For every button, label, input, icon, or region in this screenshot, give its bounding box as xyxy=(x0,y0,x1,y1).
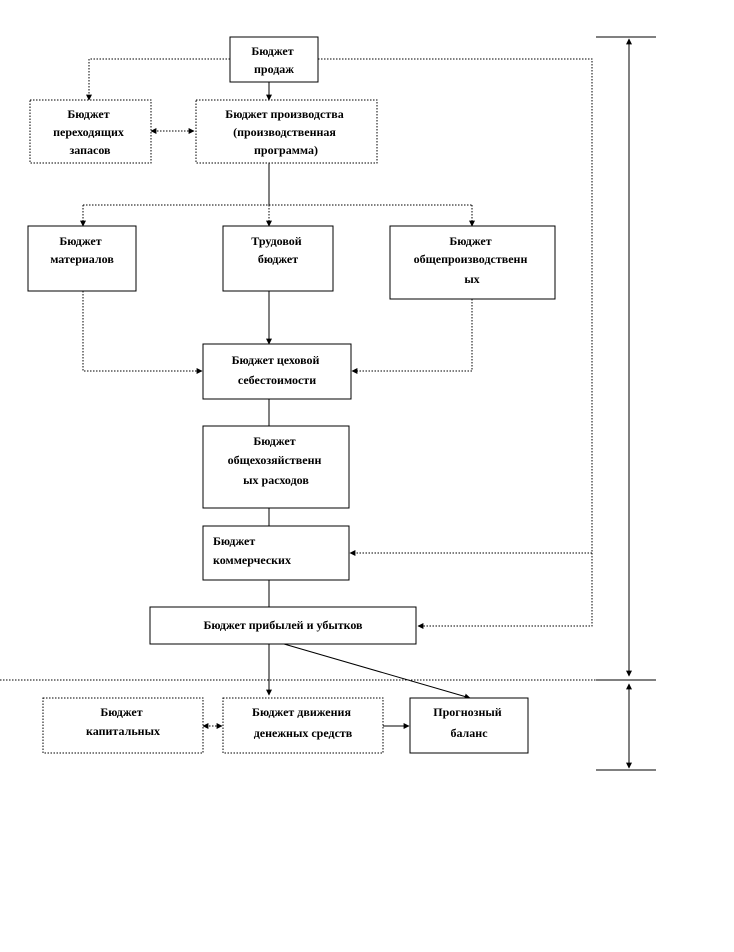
node-sales: Бюджет продаж xyxy=(229,36,319,83)
node-overhead: Бюджет общепроизводственн ых xyxy=(389,225,556,300)
node-overhead-label: Бюджет общепроизводственн ых xyxy=(414,234,531,286)
node-pnl-label: Бюджет прибылей и убытков xyxy=(203,618,363,632)
arrow-sales-pnl xyxy=(318,58,593,629)
node-labor-label: Трудовой бюджет xyxy=(251,234,304,266)
node-general-label: Бюджет общехозяйственн ых расходов xyxy=(228,434,325,487)
connectors xyxy=(0,36,656,771)
node-general: Бюджет общехозяйственн ых расходов xyxy=(202,425,350,509)
node-balance: Прогнозный баланс xyxy=(409,697,529,754)
node-labor: Трудовой бюджет xyxy=(222,225,334,292)
node-cashflow-label: Бюджет движения денежных средств xyxy=(252,705,354,740)
node-shop-cost-label: Бюджет цеховой себестоимости xyxy=(232,353,323,387)
node-inventory: Бюджет переходящих запасов xyxy=(29,99,152,164)
node-commercial-label: Бюджет коммерческих xyxy=(213,534,291,567)
node-production-label: Бюджет производства (производственная пр… xyxy=(225,107,346,157)
node-commercial: Бюджет коммерческих xyxy=(202,525,350,581)
node-cashflow: Бюджет движения денежных средств xyxy=(222,697,384,754)
arrow-sales-inventory xyxy=(86,58,230,101)
node-inventory-label: Бюджет переходящих запасов xyxy=(53,107,127,157)
arrow-materials-shopcost xyxy=(82,291,203,374)
node-sales-label: Бюджет продаж xyxy=(251,44,296,76)
node-balance-label: Прогнозный баланс xyxy=(433,705,504,740)
node-pnl: Бюджет прибылей и убытков xyxy=(149,606,417,645)
node-materials-label: Бюджет материалов xyxy=(50,234,114,266)
arrow-overhead-shopcost xyxy=(351,299,473,374)
node-capital: Бюджет капитальных xyxy=(42,697,204,754)
arrow-pnl-balance xyxy=(283,643,471,700)
node-capital-label: Бюджет капитальных xyxy=(86,705,160,738)
node-shop-cost: Бюджет цеховой себестоимости xyxy=(202,343,352,400)
node-materials: Бюджет материалов xyxy=(27,225,137,292)
node-production: Бюджет производства (производственная пр… xyxy=(195,99,378,164)
